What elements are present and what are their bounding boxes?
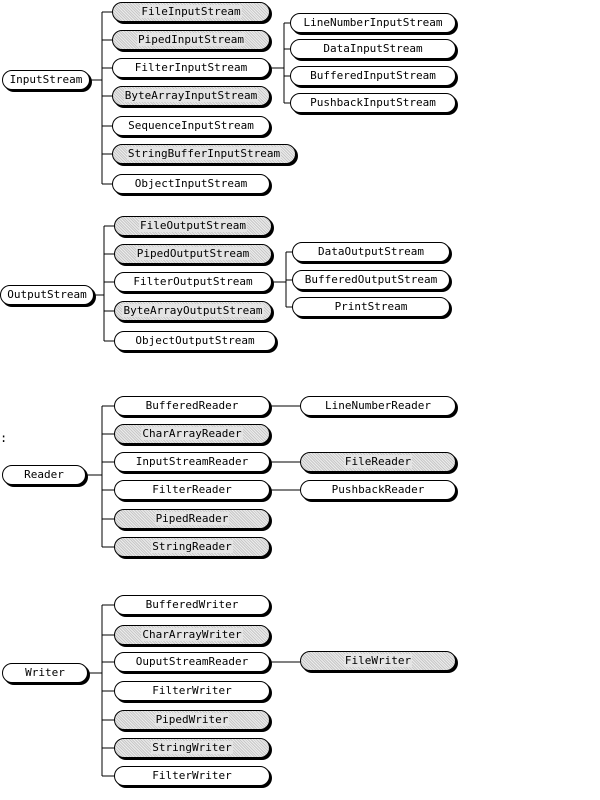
class-node: BufferedWriter <box>114 595 270 615</box>
class-node-label: CharArrayReader <box>141 427 243 440</box>
root-class-node: OutputStream <box>0 285 94 305</box>
class-node-label: InputStream <box>9 73 83 86</box>
subclass-node: PrintStream <box>292 297 450 317</box>
class-node: FilterReader <box>114 480 270 500</box>
class-node-label: FilterOutputStream <box>133 275 253 288</box>
subclass-node: DataOutputStream <box>292 242 450 262</box>
class-node-label: StringBufferInputStream <box>126 147 282 160</box>
class-node-label: ObjectOutputStream <box>135 334 255 347</box>
class-node-label: FileInputStream <box>140 5 242 18</box>
subclass-node: BufferedInputStream <box>290 66 456 86</box>
class-node-label: OutputStream <box>7 288 87 301</box>
class-node-label: StringReader <box>151 540 233 553</box>
class-node-label: FileOutputStream <box>139 219 247 232</box>
class-node: FilterWriter <box>114 681 270 701</box>
class-node-label: BufferedOutputStream <box>304 273 438 286</box>
root-class-node: Reader <box>2 465 86 485</box>
class-node-label: OuputStreamReader <box>135 655 249 668</box>
class-node-label: ByteArrayInputStream <box>123 89 259 102</box>
class-node-label: PushbackInputStream <box>310 96 436 109</box>
class-node-label: FilterReader <box>152 483 232 496</box>
class-node-label: Reader <box>24 468 64 481</box>
class-node: PipedOutputStream <box>114 244 272 264</box>
class-node: CharArrayWriter <box>114 625 270 645</box>
class-node-label: FileReader <box>343 455 413 468</box>
subclass-node: BufferedOutputStream <box>292 270 450 290</box>
subclass-node: PushbackInputStream <box>290 93 456 113</box>
class-node-label: PipedWriter <box>154 713 230 726</box>
class-node: BufferedReader <box>114 396 270 416</box>
subclass-node: DataInputStream <box>290 39 456 59</box>
class-node-label: CharArrayWriter <box>141 628 243 641</box>
class-node: ObjectInputStream <box>112 174 270 194</box>
class-node: SequenceInputStream <box>112 116 270 136</box>
class-node-label: SequenceInputStream <box>128 119 254 132</box>
class-node: OuputStreamReader <box>114 652 270 672</box>
subclass-node: LineNumberReader <box>300 396 456 416</box>
class-node-label: PipedReader <box>154 512 230 525</box>
root-class-node: InputStream <box>2 70 90 90</box>
class-node: FilterWriter <box>114 766 270 786</box>
class-node: FilterOutputStream <box>114 272 272 292</box>
class-node: InputStreamReader <box>114 452 270 472</box>
class-node-label: PushbackReader <box>331 483 425 496</box>
class-node: CharArrayReader <box>114 424 270 444</box>
class-node-label: ByteArrayOutputStream <box>122 304 264 317</box>
class-node-label: BufferedReader <box>145 399 239 412</box>
class-node-label: ObjectInputStream <box>134 177 248 190</box>
stray-mark: : <box>0 431 8 445</box>
class-node-label: Writer <box>25 666 65 679</box>
class-node: ObjectOutputStream <box>114 331 276 351</box>
subclass-node: LineNumberInputStream <box>290 13 456 33</box>
class-node-label: DataOutputStream <box>318 245 424 258</box>
class-node-label: PipedOutputStream <box>135 247 251 260</box>
class-node: PipedWriter <box>114 710 270 730</box>
root-class-node: Writer <box>2 663 88 683</box>
class-node: StringReader <box>114 537 270 557</box>
class-node: StringBufferInputStream <box>112 144 296 164</box>
class-node: PipedInputStream <box>112 30 270 50</box>
class-node: FilterInputStream <box>112 58 270 78</box>
class-node-label: LineNumberInputStream <box>303 16 443 29</box>
class-node: PipedReader <box>114 509 270 529</box>
subclass-node: FileReader <box>300 452 456 472</box>
class-node-label: InputStreamReader <box>135 455 249 468</box>
class-node: ByteArrayOutputStream <box>114 301 272 321</box>
subclass-node: PushbackReader <box>300 480 456 500</box>
class-node-label: FilterWriter <box>152 769 232 782</box>
class-node-label: FilterInputStream <box>134 61 248 74</box>
subclass-node: FileWriter <box>300 651 456 671</box>
class-node-label: PrintStream <box>334 300 408 313</box>
class-node-label: StringWriter <box>151 741 233 754</box>
class-node-label: FilterWriter <box>152 684 232 697</box>
class-node-label: BufferedWriter <box>145 598 239 611</box>
class-node-label: DataInputStream <box>323 42 423 55</box>
class-node: FileInputStream <box>112 2 270 22</box>
class-node: ByteArrayInputStream <box>112 86 270 106</box>
class-node: FileOutputStream <box>114 216 272 236</box>
class-node-label: LineNumberReader <box>325 399 431 412</box>
class-node-label: BufferedInputStream <box>310 69 436 82</box>
class-node-label: FileWriter <box>343 654 413 667</box>
class-node: StringWriter <box>114 738 270 758</box>
class-node-label: PipedInputStream <box>137 33 245 46</box>
